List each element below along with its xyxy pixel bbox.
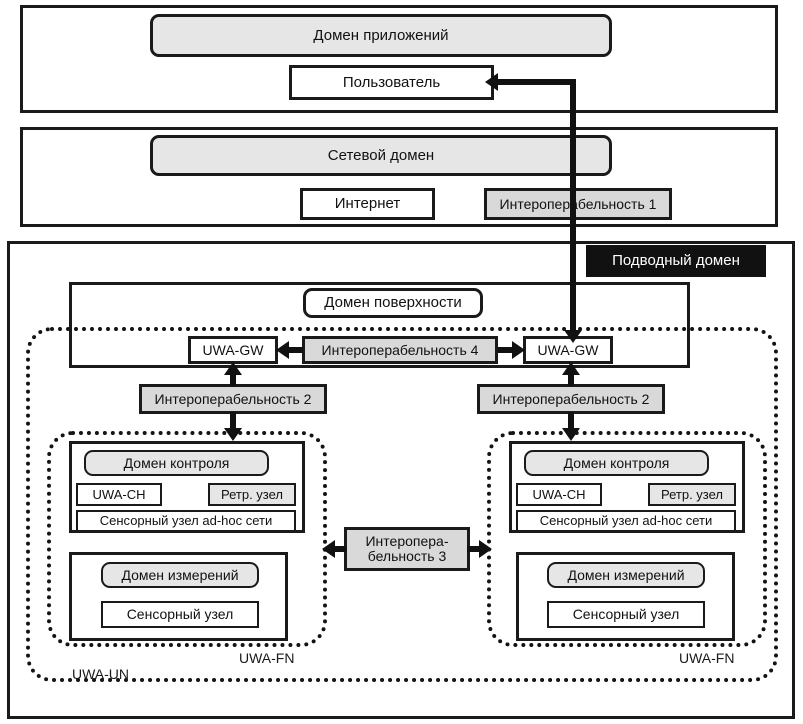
sensor-node-right-box: Сенсорный узел	[547, 601, 705, 628]
interop2-right-up-connector	[568, 370, 574, 386]
control-domain-left-header: Домен контроля	[84, 450, 269, 476]
interop2-left-up-arrowhead	[224, 362, 242, 375]
uwa-ch-left-box: UWA-CH	[76, 483, 162, 506]
interop3-left-connector	[333, 546, 347, 552]
main-trunk-vertical	[570, 79, 576, 336]
user-feed-arrowhead	[485, 73, 498, 91]
sensor-node-left-box: Сенсорный узел	[101, 601, 259, 628]
uwa-fn-left-boundary	[47, 431, 327, 647]
interop2-right-up-arrowhead	[562, 362, 580, 375]
interoperability-2-left-box: Интероперабельность 2	[139, 384, 327, 414]
uwa-un-tag: UWA-UN	[72, 666, 130, 682]
user-box: Пользователь	[289, 65, 494, 100]
interoperability-3-line-1: Интеропера-	[365, 533, 449, 550]
interop3-right-arrowhead	[479, 540, 492, 558]
network-domain-header: Сетевой домен	[150, 135, 612, 176]
internet-box: Интернет	[300, 188, 435, 220]
interoperability-1-box: Интероперабельность 1	[484, 188, 672, 220]
control-domain-right-header: Домен контроля	[524, 450, 709, 476]
relay-node-right-box: Ретр. узел	[648, 483, 736, 506]
interoperability-3-box: Интеропера- бельность 3	[344, 527, 470, 571]
interop4-right-connector	[498, 347, 514, 353]
adhoc-sensor-node-left-box: Сенсорный узел ad-hoc сети	[76, 510, 296, 532]
interoperability-2-right-box: Интероперабельность 2	[477, 384, 665, 414]
user-feed-horizontal	[496, 79, 576, 85]
underwater-domain-banner: Подводный домен	[586, 245, 766, 277]
interop4-left-arrowhead	[276, 341, 289, 359]
main-trunk-arrowhead	[564, 330, 582, 343]
uwa-gw-left-box: UWA-GW	[188, 336, 278, 364]
uwa-fn-right-boundary	[487, 431, 767, 647]
uwa-fn-right-tag: UWA-FN	[679, 650, 735, 666]
interoperability-4-box: Интероперабельность 4	[302, 336, 498, 364]
interop3-right-connector	[467, 546, 481, 552]
measurement-domain-left-header: Домен измерений	[101, 562, 259, 588]
surface-domain-header: Домен поверхности	[303, 288, 483, 318]
interop3-left-arrowhead	[322, 540, 335, 558]
measurement-domain-right-header: Домен измерений	[547, 562, 705, 588]
interop4-right-arrowhead	[512, 341, 525, 359]
interop4-left-connector	[285, 347, 303, 353]
interop2-left-up-connector	[230, 370, 236, 386]
uwa-fn-left-tag: UWA-FN	[239, 650, 295, 666]
relay-node-left-box: Ретр. узел	[208, 483, 296, 506]
adhoc-sensor-node-right-box: Сенсорный узел ad-hoc сети	[516, 510, 736, 532]
interop2-right-down-connector	[568, 412, 574, 434]
interoperability-3-line-2: бельность 3	[367, 548, 447, 564]
uwa-ch-right-box: UWA-CH	[516, 483, 602, 506]
application-domain-header: Домен приложений	[150, 14, 612, 57]
interop2-left-down-connector	[230, 412, 236, 434]
uwa-un-boundary	[26, 327, 778, 682]
